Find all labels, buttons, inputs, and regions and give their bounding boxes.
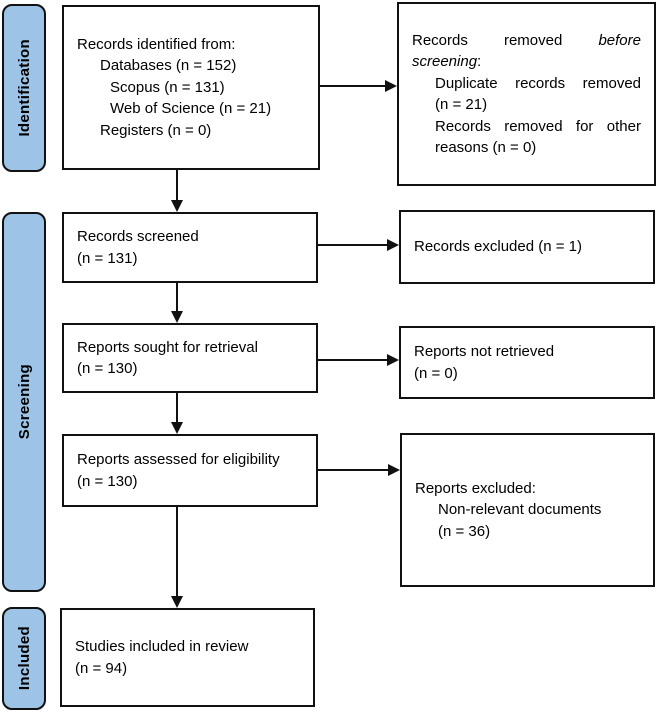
line: Records screened	[77, 228, 199, 245]
stage-identification: Identification	[2, 4, 46, 172]
box-reports-assessed: Reports assessed for eligibility (n = 13…	[62, 434, 318, 507]
box-reports-sought: Reports sought for retrieval (n = 130)	[62, 323, 318, 393]
line: Reports assessed for eligibility	[77, 451, 280, 468]
arrowhead-right-icon	[387, 354, 399, 366]
arrow-line	[176, 170, 178, 201]
arrow-line	[318, 244, 388, 246]
word: for	[575, 117, 594, 135]
line: Reports sought for retrieval	[77, 338, 258, 356]
word: :	[477, 53, 482, 70]
line: reasons (n = 0)	[435, 139, 537, 156]
arrowhead-down-icon	[171, 200, 183, 212]
stage-screening: Screening	[2, 212, 46, 592]
word: before	[598, 31, 641, 49]
stage-screening-label: Screening	[15, 364, 33, 440]
stage-included: Included	[2, 607, 46, 710]
arrow-line	[320, 85, 386, 87]
line: Records removed before	[412, 30, 641, 52]
box-records-identified-content: Records identified from: Databases (n = …	[64, 34, 318, 142]
box-reports-not-retrieved: Reports not retrieved (n = 0)	[399, 326, 655, 399]
word: Records	[435, 117, 491, 135]
line: Registers (n = 0)	[100, 121, 212, 139]
box-reports-excluded: Reports excluded: Non-relevant documents…	[400, 433, 655, 587]
line: Reports not retrieved	[414, 343, 555, 360]
box-records-removed: Records removed before screening: Duplic…	[397, 2, 656, 186]
line: Records identified from:	[77, 35, 236, 53]
line: (n = 21)	[435, 96, 488, 113]
arrowhead-down-icon	[171, 596, 183, 608]
line: Reports excluded:	[415, 479, 536, 497]
word: removed	[582, 74, 641, 92]
line: Web of Science (n = 21)	[110, 100, 272, 118]
box-reports-not-retrieved-content: Reports not retrieved (n = 0)	[401, 341, 653, 384]
box-reports-excluded-content: Reports excluded: Non-relevant documents…	[402, 478, 653, 543]
stage-included-label: Included	[15, 626, 33, 691]
line: screening:	[412, 51, 641, 73]
arrow-line	[318, 359, 388, 361]
line: (n = 130)	[77, 360, 138, 377]
box-records-identified: Records identified from: Databases (n = …	[62, 5, 320, 170]
line: Scopus (n = 131)	[110, 78, 225, 96]
line: (n = 130)	[77, 472, 138, 490]
word: records	[515, 74, 566, 92]
box-studies-included-content: Studies included in review (n = 94)	[62, 636, 313, 679]
line: Non-relevant documents	[438, 501, 602, 519]
box-records-screened: Records screened (n = 131)	[62, 212, 318, 283]
line: (n = 0)	[414, 364, 458, 382]
line: Duplicate records removed	[435, 73, 641, 95]
word: other	[606, 117, 641, 135]
arrowhead-right-icon	[385, 80, 397, 92]
line: (n = 131)	[77, 249, 138, 267]
arrowhead-down-icon	[171, 422, 183, 434]
word: removed	[503, 31, 563, 49]
arrow-line	[176, 507, 178, 597]
line: Records removed for other	[435, 116, 641, 138]
box-records-excluded-content: Records excluded (n = 1)	[401, 236, 653, 258]
word: Records	[412, 31, 468, 49]
box-records-removed-content: Records removed before screening: Duplic…	[399, 30, 654, 159]
arrowhead-right-icon	[387, 239, 399, 251]
box-reports-sought-content: Reports sought for retrieval (n = 130)	[64, 337, 316, 380]
line: Databases (n = 152)	[100, 57, 237, 75]
arrow-line	[318, 469, 389, 471]
line: Studies included in review	[75, 638, 249, 655]
line: (n = 94)	[75, 659, 128, 677]
line: (n = 36)	[438, 522, 491, 540]
box-records-excluded: Records excluded (n = 1)	[399, 210, 655, 284]
line: Records excluded (n = 1)	[414, 238, 583, 256]
word: removed	[504, 117, 563, 135]
word: Duplicate	[435, 74, 498, 92]
arrow-line	[176, 393, 178, 423]
arrowhead-down-icon	[171, 311, 183, 323]
stage-identification-label: Identification	[15, 39, 33, 137]
arrow-line	[176, 283, 178, 312]
arrowhead-right-icon	[388, 464, 400, 476]
box-studies-included: Studies included in review (n = 94)	[60, 608, 315, 707]
box-reports-assessed-content: Reports assessed for eligibility (n = 13…	[64, 449, 316, 492]
box-records-screened-content: Records screened (n = 131)	[64, 226, 316, 269]
word: screening	[412, 53, 478, 70]
